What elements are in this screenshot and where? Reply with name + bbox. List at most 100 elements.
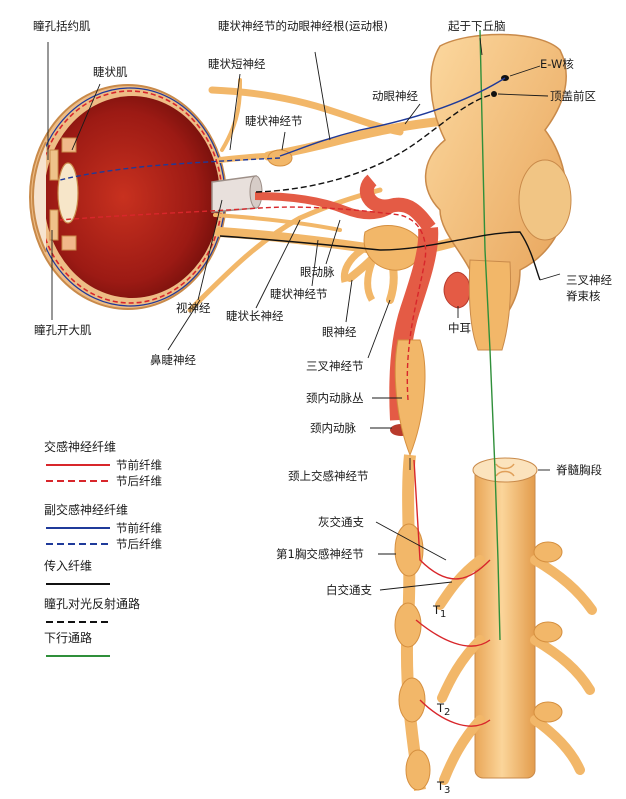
label-ophthalmic-artery: 眼动脉 — [300, 265, 335, 279]
legend-sympathetic-title: 交感神经纤维 — [44, 439, 116, 454]
leader-white-ramus — [379, 581, 453, 591]
thoracic-ganglion-2 — [394, 602, 422, 648]
eyeball — [29, 84, 263, 310]
iris-upper — [49, 149, 59, 181]
spinal-cord — [472, 457, 538, 779]
gray-matter-butterfly — [495, 463, 515, 477]
label-pupil-dilator: 瞳孔开大肌 — [34, 323, 92, 337]
label-pretectal: 顶盖前区 — [550, 89, 596, 103]
optic-nerve-stump — [211, 175, 257, 213]
leader-ophthalmic-artery — [325, 219, 341, 265]
leader-ew-nucleus — [509, 65, 541, 77]
legend-reflex-title: 瞳孔对光反射通路 — [44, 596, 140, 611]
legend-parasympathetic-title: 副交感神经纤维 — [44, 502, 128, 517]
spinal-nerve-t2 — [437, 635, 485, 703]
light-reflex-pathway — [255, 93, 495, 193]
label-carotid-plexus: 颈内动脉丛 — [306, 391, 364, 405]
label-superior-colliculus: 起于下丘脑 — [448, 19, 506, 33]
label-t2: T2 — [436, 701, 450, 718]
lens — [57, 162, 79, 224]
superior-cervical-ganglion — [394, 339, 426, 457]
sympathetic-pre-fiber-3 — [419, 699, 491, 727]
label-short-ciliary: 睫状短神经 — [208, 57, 266, 71]
leader-superior-colliculus — [479, 37, 483, 56]
descending-pathway — [479, 29, 501, 641]
ciliary-body-lower — [61, 235, 77, 251]
label-ciliary-ganglion-bottom: 睫状神经节 — [270, 287, 328, 301]
first-thoracic-ganglion — [394, 523, 424, 577]
nasociliary-nerve-path — [187, 187, 383, 313]
label-trigeminal-spinal-2: 脊束核 — [566, 289, 601, 303]
afferent-fiber — [219, 231, 541, 281]
medulla — [468, 259, 512, 351]
legend-parasympathetic-post: 节后纤维 — [116, 537, 162, 551]
label-oculomotor-nerve: 动眼神经 — [372, 89, 418, 103]
label-middle-ear: 中耳 — [448, 321, 471, 335]
leader-ciliary-muscle — [71, 83, 101, 151]
label-superior-cervical: 颈上交感神经节 — [288, 469, 369, 483]
iris-lower — [49, 209, 59, 241]
label-ophthalmic-nerve: 眼神经 — [322, 325, 357, 339]
label-trigeminal-spinal-1: 三叉神经 — [566, 273, 612, 287]
label-long-ciliary: 睫状长神经 — [226, 309, 284, 323]
legend-parasympathetic-pre: 节前纤维 — [116, 521, 162, 535]
cord-column — [474, 467, 536, 779]
leader-nasociliary — [167, 299, 201, 351]
label-pupil-sphincter: 瞳孔括约肌 — [33, 19, 91, 33]
legend-sympathetic-post: 节后纤维 — [116, 474, 162, 488]
sympathetic-pre-fiber-2 — [415, 619, 491, 647]
leader-lines — [47, 37, 561, 591]
long-ciliary-nerve-path — [213, 213, 342, 232]
sympathetic-pre-fiber — [413, 459, 491, 580]
label-white-ramus: 白交通支 — [326, 583, 372, 597]
label-first-thoracic: 第1胸交感神经节 — [276, 547, 364, 561]
fiber-pathways — [59, 29, 541, 727]
label-optic-nerve: 视神经 — [176, 301, 211, 315]
label-thoracic-cord: 脊髓胸段 — [556, 463, 602, 477]
leader-pretectal — [497, 93, 549, 97]
label-internal-carotid: 颈内动脉 — [310, 421, 356, 435]
leader-oculomotor-root — [314, 51, 331, 141]
label-ciliary-ganglion-top: 睫状神经节 — [245, 114, 303, 128]
drg-1 — [533, 541, 563, 563]
legend-afferent-title: 传入纤维 — [44, 558, 92, 573]
leader-oculomotor-nerve — [404, 103, 421, 125]
leader-short-ciliary — [229, 73, 241, 151]
leader-optic-nerve — [197, 199, 223, 301]
cerebellar-lobe — [518, 159, 572, 241]
label-t3: T3 — [436, 779, 450, 796]
label-t1: T1 — [432, 603, 446, 620]
middle-ear-shape — [443, 271, 471, 309]
ramus-right-2 — [530, 635, 595, 695]
thoracic-ganglion-3 — [398, 677, 426, 723]
label-trigeminal-ganglion: 三叉神经节 — [306, 359, 364, 373]
leader-trigeminal-spinal — [539, 273, 561, 281]
thoracic-ganglion-4 — [405, 749, 431, 791]
label-gray-ramus: 灰交通支 — [318, 515, 364, 529]
sympathetic-post-fiber — [59, 206, 427, 401]
legend-descending-title: 下行通路 — [44, 630, 92, 645]
label-nasociliary: 鼻睫神经 — [150, 353, 196, 367]
drg-3 — [533, 701, 563, 723]
short-ciliary-nerve-path — [217, 153, 271, 163]
leader-long-ciliary — [255, 219, 301, 309]
legend-sympathetic-pre: 节前纤维 — [116, 458, 162, 472]
label-ciliary-muscle: 睫状肌 — [93, 65, 128, 79]
sympathetic-chain — [394, 339, 431, 791]
leader-ciliary-ganglion-bottom — [311, 239, 319, 287]
ramus-right-3 — [530, 715, 585, 775]
legend: 交感神经纤维 节前纤维 节后纤维 副交感神经纤维 节前纤维 节后纤维 传入纤维 … — [44, 439, 162, 657]
label-ew-nucleus: E-W核 — [540, 57, 574, 71]
trigeminal-roots — [340, 247, 376, 302]
drg-2 — [533, 621, 563, 643]
leader-ophthalmic-nerve — [345, 279, 353, 323]
carotid-loop — [359, 174, 436, 233]
labels: 瞳孔括约肌 睫状肌 睫状神经节的动眼神经根(运动根) 睫状短神经 睫状神经节 动… — [33, 19, 612, 796]
leader-trigeminal-ganglion — [367, 299, 391, 359]
spinal-nerve-t1 — [435, 555, 485, 610]
ramus-right-1 — [530, 555, 597, 615]
cord-cross-section — [472, 457, 538, 483]
eye-interior — [44, 96, 220, 298]
